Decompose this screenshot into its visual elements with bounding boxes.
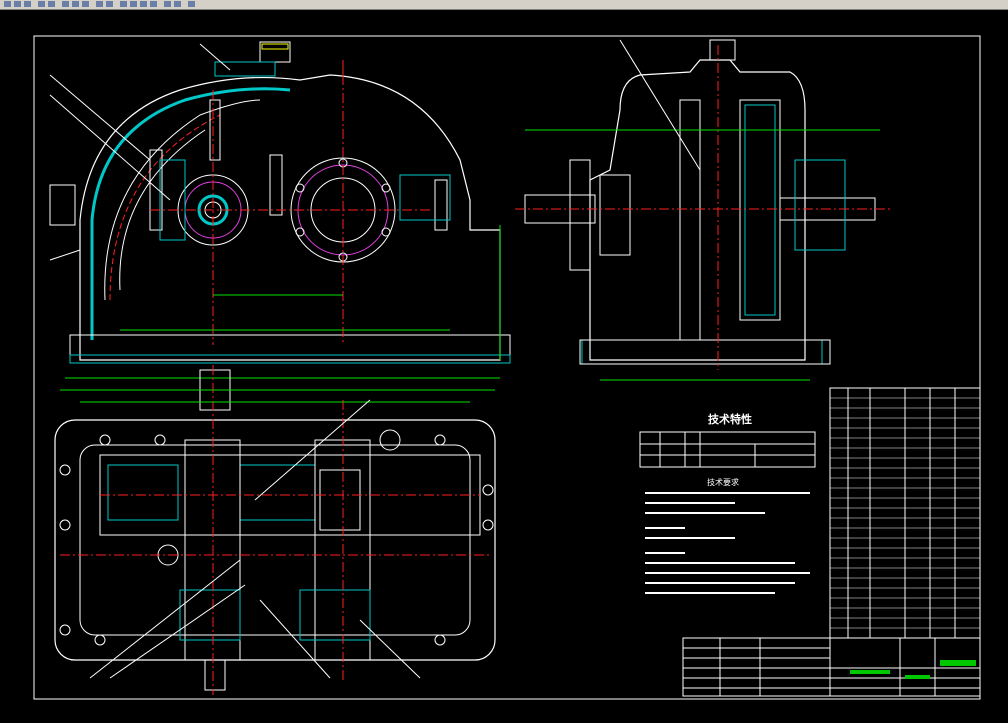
paste-icon[interactable] xyxy=(82,1,89,7)
drawing-canvas[interactable]: 技术特性 技术要求 xyxy=(0,10,1008,723)
copy-icon[interactable] xyxy=(72,1,79,7)
cut-icon[interactable] xyxy=(62,1,69,7)
preview-icon[interactable] xyxy=(48,1,55,7)
redo-icon[interactable] xyxy=(106,1,113,7)
tech-characteristics: 技术特性 技术要求 xyxy=(639,412,816,594)
drawing-border xyxy=(33,35,981,700)
pan-icon[interactable] xyxy=(120,1,127,7)
undo-icon[interactable] xyxy=(96,1,103,7)
plan-view xyxy=(54,365,496,695)
tech-req-title: 技术要求 xyxy=(707,477,739,487)
open-icon[interactable] xyxy=(14,1,21,7)
parts-list xyxy=(829,387,981,639)
properties-icon[interactable] xyxy=(164,1,171,7)
print-icon[interactable] xyxy=(38,1,45,7)
front-view xyxy=(49,41,511,379)
tech-char-title: 技术特性 xyxy=(708,412,752,426)
cad-toolbar xyxy=(0,0,1008,10)
help-icon[interactable] xyxy=(188,1,195,7)
new-icon[interactable] xyxy=(4,1,11,7)
save-icon[interactable] xyxy=(24,1,31,7)
title-block xyxy=(682,637,981,697)
side-view xyxy=(515,39,890,381)
layer-icon[interactable] xyxy=(174,1,181,7)
zoom-icon[interactable] xyxy=(130,1,137,7)
zoom-window-icon[interactable] xyxy=(140,1,147,7)
zoom-previous-icon[interactable] xyxy=(150,1,157,7)
